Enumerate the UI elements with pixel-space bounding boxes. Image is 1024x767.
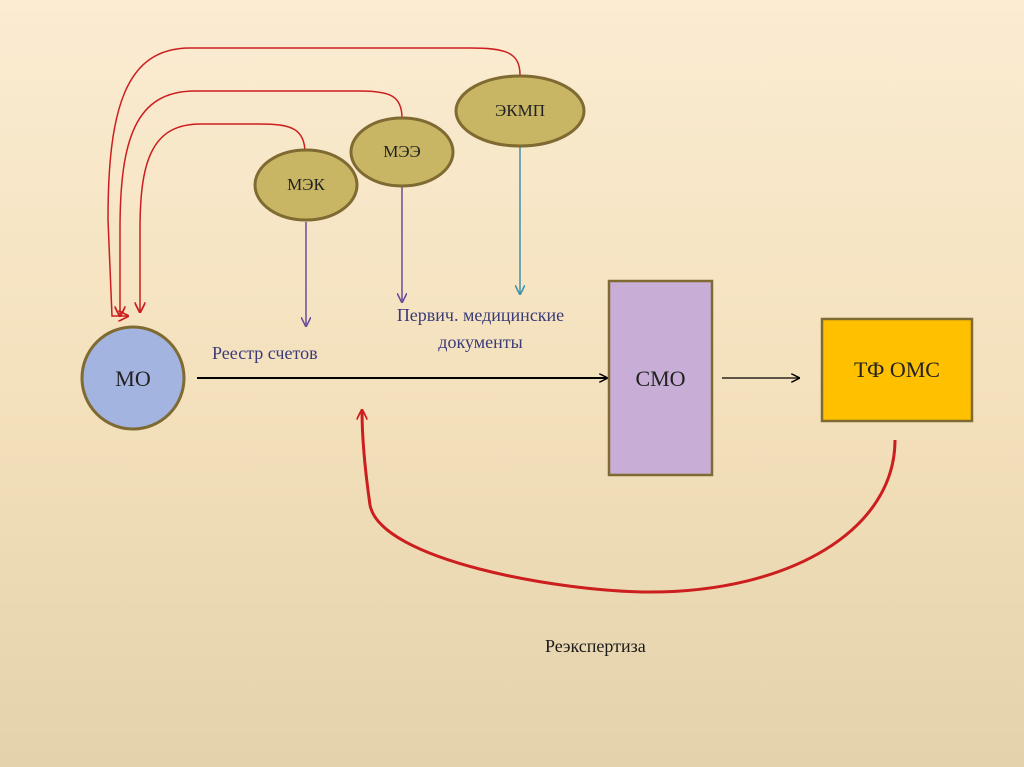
mek-to-mo-arrow <box>140 123 306 312</box>
reexpertise-label: Реэкспертиза <box>545 636 646 656</box>
mee-label: МЭЭ <box>383 142 421 161</box>
mee-node <box>349 116 455 188</box>
mee-to-mo-arrow <box>120 90 403 316</box>
mo-node <box>80 325 186 431</box>
smo-label: СМО <box>635 366 686 391</box>
smo-node <box>607 279 714 477</box>
tfoms-label: ТФ ОМС <box>854 357 940 382</box>
mo-label: МО <box>115 366 151 391</box>
ekmp-node <box>454 74 586 148</box>
ekmp-label: ЭКМП <box>495 101 545 120</box>
primary-docs-line2: документы <box>438 332 523 352</box>
reexpertise-arrow <box>362 410 897 594</box>
registry-label: Реестр счетов <box>212 343 318 363</box>
mek-label: МЭК <box>287 175 325 194</box>
primary-docs-line1: Первич. медицинские <box>396 305 565 325</box>
ekmp-to-mo-arrow <box>107 47 521 316</box>
tfoms-node <box>820 317 974 423</box>
mek-node <box>253 148 359 222</box>
